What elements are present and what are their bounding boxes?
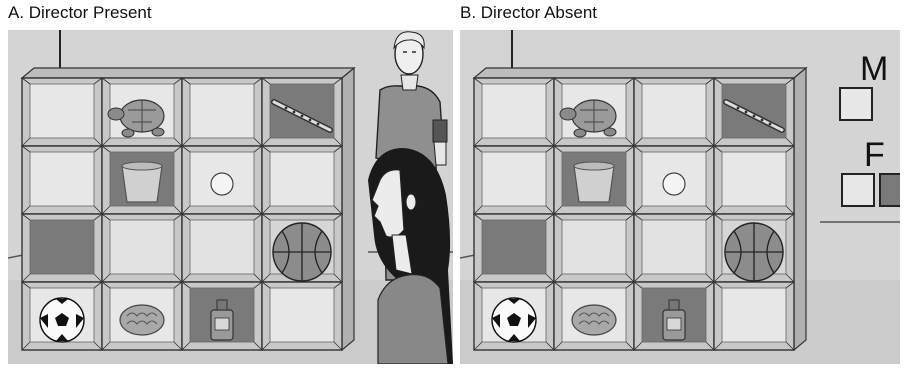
- shelf-cell-r3-c3: [262, 282, 342, 350]
- panel-a-title: A. Director Present: [8, 3, 152, 23]
- bucket-object: [574, 162, 614, 202]
- legend-m-label: M: [860, 50, 888, 88]
- shelf-cell-r2-c1: [554, 214, 634, 282]
- shelf-side: [794, 68, 806, 350]
- basketball-object: [273, 223, 331, 281]
- shelf-unit-b: [474, 68, 806, 350]
- shelf-unit-a: [22, 68, 354, 350]
- bowl-object: [572, 305, 616, 335]
- basketball-object: [725, 223, 783, 281]
- shelf-cell-r2-c0: [474, 214, 554, 282]
- scene-director-present: [8, 30, 453, 364]
- scene-a-svg: [8, 30, 453, 364]
- shelf-cell-r0-c2: [634, 78, 714, 146]
- soccer-ball-object: [40, 298, 84, 342]
- shelf-cell-r3-c3: [714, 282, 794, 350]
- scene-director-absent: M F: [460, 30, 900, 364]
- shelf-cell-r1-c0: [22, 146, 102, 214]
- participant-figure: [368, 148, 453, 364]
- shelf-cell-r2-c1: [102, 214, 182, 282]
- shelf-cell-r0-c3: [262, 78, 342, 146]
- ball-small-object: [211, 173, 233, 195]
- scene-b-svg: M F: [460, 30, 900, 364]
- legend-f-swatch-dark: [880, 174, 900, 206]
- legend-f-label: F: [864, 136, 885, 174]
- ball-small-object: [663, 173, 685, 195]
- shelf-cell-r1-c0: [474, 146, 554, 214]
- shelf-cell-r1-c3: [262, 146, 342, 214]
- panel-b-title: B. Director Absent: [460, 3, 597, 23]
- shelf-cell-r0-c3: [714, 78, 794, 146]
- legend-m-swatch: [840, 88, 872, 120]
- shelf-side: [342, 68, 354, 350]
- shelf-cell-r1-c3: [714, 146, 794, 214]
- soccer-ball-object: [492, 298, 536, 342]
- shelf-cell-r0-c2: [182, 78, 262, 146]
- shelf-cell-r2-c0: [22, 214, 102, 282]
- shelf-cell-r2-c2: [634, 214, 714, 282]
- shelf-top: [22, 68, 354, 78]
- legend-f-swatch-light: [842, 174, 874, 206]
- shelf-cell-r0-c0: [22, 78, 102, 146]
- bowl-object: [120, 305, 164, 335]
- bucket-object: [122, 162, 162, 202]
- shelf-top: [474, 68, 806, 78]
- shelf-cell-r2-c2: [182, 214, 262, 282]
- shelf-cell-r0-c0: [474, 78, 554, 146]
